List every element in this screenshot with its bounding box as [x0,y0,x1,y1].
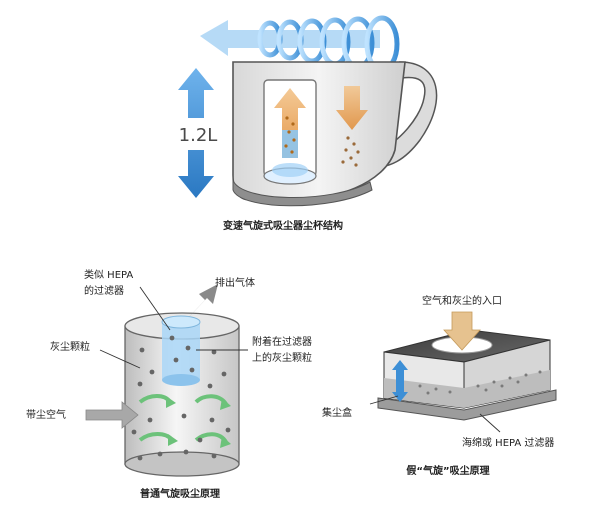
attached-dust-label-line2: 上的灰尘颗粒 [252,351,312,364]
upward-airflow-arrow [274,88,306,158]
inlet-arrow [443,311,481,351]
bin-height-arrow [392,360,408,402]
top-caption: 变速气旋式吸尘器尘杯结构 [223,219,343,232]
dust-label: 灰尘颗粒 [50,340,90,353]
inlet-label: 空气和灰尘的入口 [422,294,502,307]
exhaust-arrow [188,284,218,318]
filter-label-line2: 的过滤器 [84,284,124,297]
bin-label: 集尘盒 [322,406,352,419]
intake-label: 带尘空气 [26,408,66,421]
filter-label: 海绵或 HEPA 过滤器 [462,436,554,449]
intake-arrow [85,401,139,429]
attached-dust-label-line1: 附着在过滤器 [252,335,312,348]
normal-cyclone-diagram: 类似 HEPA 的过滤器 排出气体 灰尘颗粒 附着在过滤器 上的灰尘颗粒 带尘空… [26,268,312,500]
fake-cyclone-caption: 假“气旋”吸尘原理 [406,464,489,477]
dust-particles [131,335,231,461]
normal-cyclone-caption: 普通气旋吸尘原理 [140,487,220,500]
downward-dust-arrow [336,86,368,167]
filter-label-line1: 类似 HEPA [84,268,133,281]
leader-lines [99,286,248,369]
volume-label: 1.2L [179,125,218,146]
fake-cyclone-diagram: 空气和灰尘的入口 集尘盒 海绵或 HEPA 过滤器 假“气旋”吸尘原理 [322,294,557,477]
cup-body [232,61,406,201]
volume-double-arrow [176,68,220,198]
dust-speckles [418,370,542,395]
exhaust-label: 排出气体 [215,276,255,289]
dust-cup-top-diagram: 1.2L 变速气旋式吸尘器尘杯结构 [176,15,438,232]
dust-box [377,329,557,421]
